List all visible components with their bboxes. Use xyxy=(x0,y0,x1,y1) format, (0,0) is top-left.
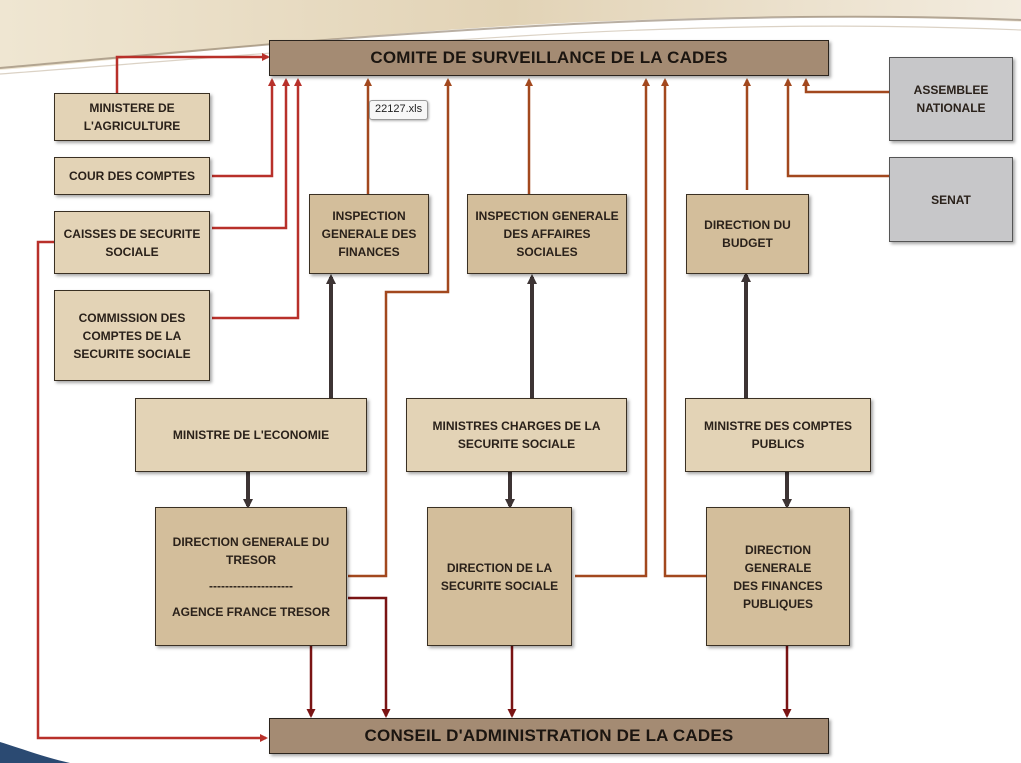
caisses-securite-sociale-box: CAISSES DE SECURITE SOCIALE xyxy=(54,211,210,274)
ministre-economie-label: MINISTRE DE L'ECONOMIE xyxy=(172,428,330,442)
conseil-administration-box: CONSEIL D'ADMINISTRATION DE LA CADES xyxy=(269,718,829,754)
link-agriculture-to-comite xyxy=(115,53,270,93)
link-dgfip-to-comite xyxy=(661,78,706,578)
senat-label: SENAT xyxy=(931,192,971,207)
ministres-securite-sociale-box: MINISTRES CHARGES DE LA SECURITE SOCIALE xyxy=(406,398,627,472)
inspection-affaires-sociales-box: INSPECTION GENERALE DES AFFAIRES SOCIALE… xyxy=(467,194,627,274)
inspection-affaires-sociales-label: INSPECTION GENERALE DES AFFAIRES SOCIALE… xyxy=(475,209,619,259)
link-senat-to-comite xyxy=(784,78,890,178)
direction-securite-sociale-label: DIRECTION DE LA SECURITE SOCIALE xyxy=(440,560,559,593)
ministre-comptes-publics-label: MINISTRE DES COMPTES PUBLICS xyxy=(703,419,852,451)
direction-budget-box: DIRECTION DU BUDGET xyxy=(686,194,809,274)
file-tooltip-label: 22127.xls xyxy=(375,103,423,115)
ministre-comptes-publics-box: MINISTRE DES COMPTES PUBLICS xyxy=(685,398,871,472)
link-secu-to-comite xyxy=(575,78,650,578)
link-commission-to-comite xyxy=(212,78,302,320)
link-tresor-to-comite xyxy=(348,78,452,578)
ministre-economie-box: MINISTRE DE L'ECONOMIE xyxy=(135,398,367,472)
cour-des-comptes-label: COUR DES COMPTES xyxy=(68,169,195,183)
assemblee-nationale-box: ASSEMBLEE NATIONALE xyxy=(889,57,1013,141)
ministere-agriculture-label: MINISTERE DE L'AGRICULTURE xyxy=(83,101,181,133)
conseil-administration-label: CONSEIL D'ADMINISTRATION DE LA CADES xyxy=(364,726,734,745)
link-assemblee-to-comite xyxy=(802,78,890,94)
direction-finances-publiques-label: DIRECTION GENERALE DES FINANCES PUBLIQUE… xyxy=(733,542,823,611)
cour-des-comptes-box: COUR DES COMPTES xyxy=(54,157,210,195)
commission-comptes-label: COMMISSION DES COMPTES DE LA SECURITE SO… xyxy=(73,310,191,361)
ministere-agriculture-box: MINISTERE DE L'AGRICULTURE xyxy=(54,93,210,141)
direction-tresor-box: DIRECTION GENERALE DU TRESOR -----------… xyxy=(155,507,347,646)
direction-securite-sociale-box: DIRECTION DE LA SECURITE SOCIALE xyxy=(427,507,572,646)
comite-surveillance-box: COMITE DE SURVEILLANCE DE LA CADES xyxy=(269,40,829,76)
direction-tresor-label: DIRECTION GENERALE DU TRESOR xyxy=(172,534,330,567)
inspection-finances-label: INSPECTION GENERALE DES FINANCES xyxy=(321,209,417,259)
agence-france-tresor-label: AGENCE FRANCE TRESOR xyxy=(171,604,330,619)
direction-budget-label: DIRECTION DU BUDGET xyxy=(704,218,791,250)
assemblee-nationale-label: ASSEMBLEE NATIONALE xyxy=(913,83,989,115)
comite-surveillance-label: COMITE DE SURVEILLANCE DE LA CADES xyxy=(370,48,728,67)
direction-finances-publiques-box: DIRECTION GENERALE DES FINANCES PUBLIQUE… xyxy=(706,507,850,646)
link-cour-to-comite xyxy=(212,78,276,178)
direction-tresor-separator: --------------------- xyxy=(209,578,293,593)
commission-comptes-box: COMMISSION DES COMPTES DE LA SECURITE SO… xyxy=(54,290,210,381)
caisses-securite-sociale-label: CAISSES DE SECURITE SOCIALE xyxy=(63,226,201,259)
ministres-securite-sociale-label: MINISTRES CHARGES DE LA SECURITE SOCIALE xyxy=(432,419,601,451)
inspection-finances-box: INSPECTION GENERALE DES FINANCES xyxy=(309,194,429,274)
link-tresor-to-conseil-b xyxy=(348,596,391,718)
link-caisses-to-comite xyxy=(212,78,290,230)
file-tooltip: 22127.xls xyxy=(369,100,429,120)
link-caisses-to-conseil xyxy=(36,240,268,742)
senat-box: SENAT xyxy=(889,157,1013,242)
